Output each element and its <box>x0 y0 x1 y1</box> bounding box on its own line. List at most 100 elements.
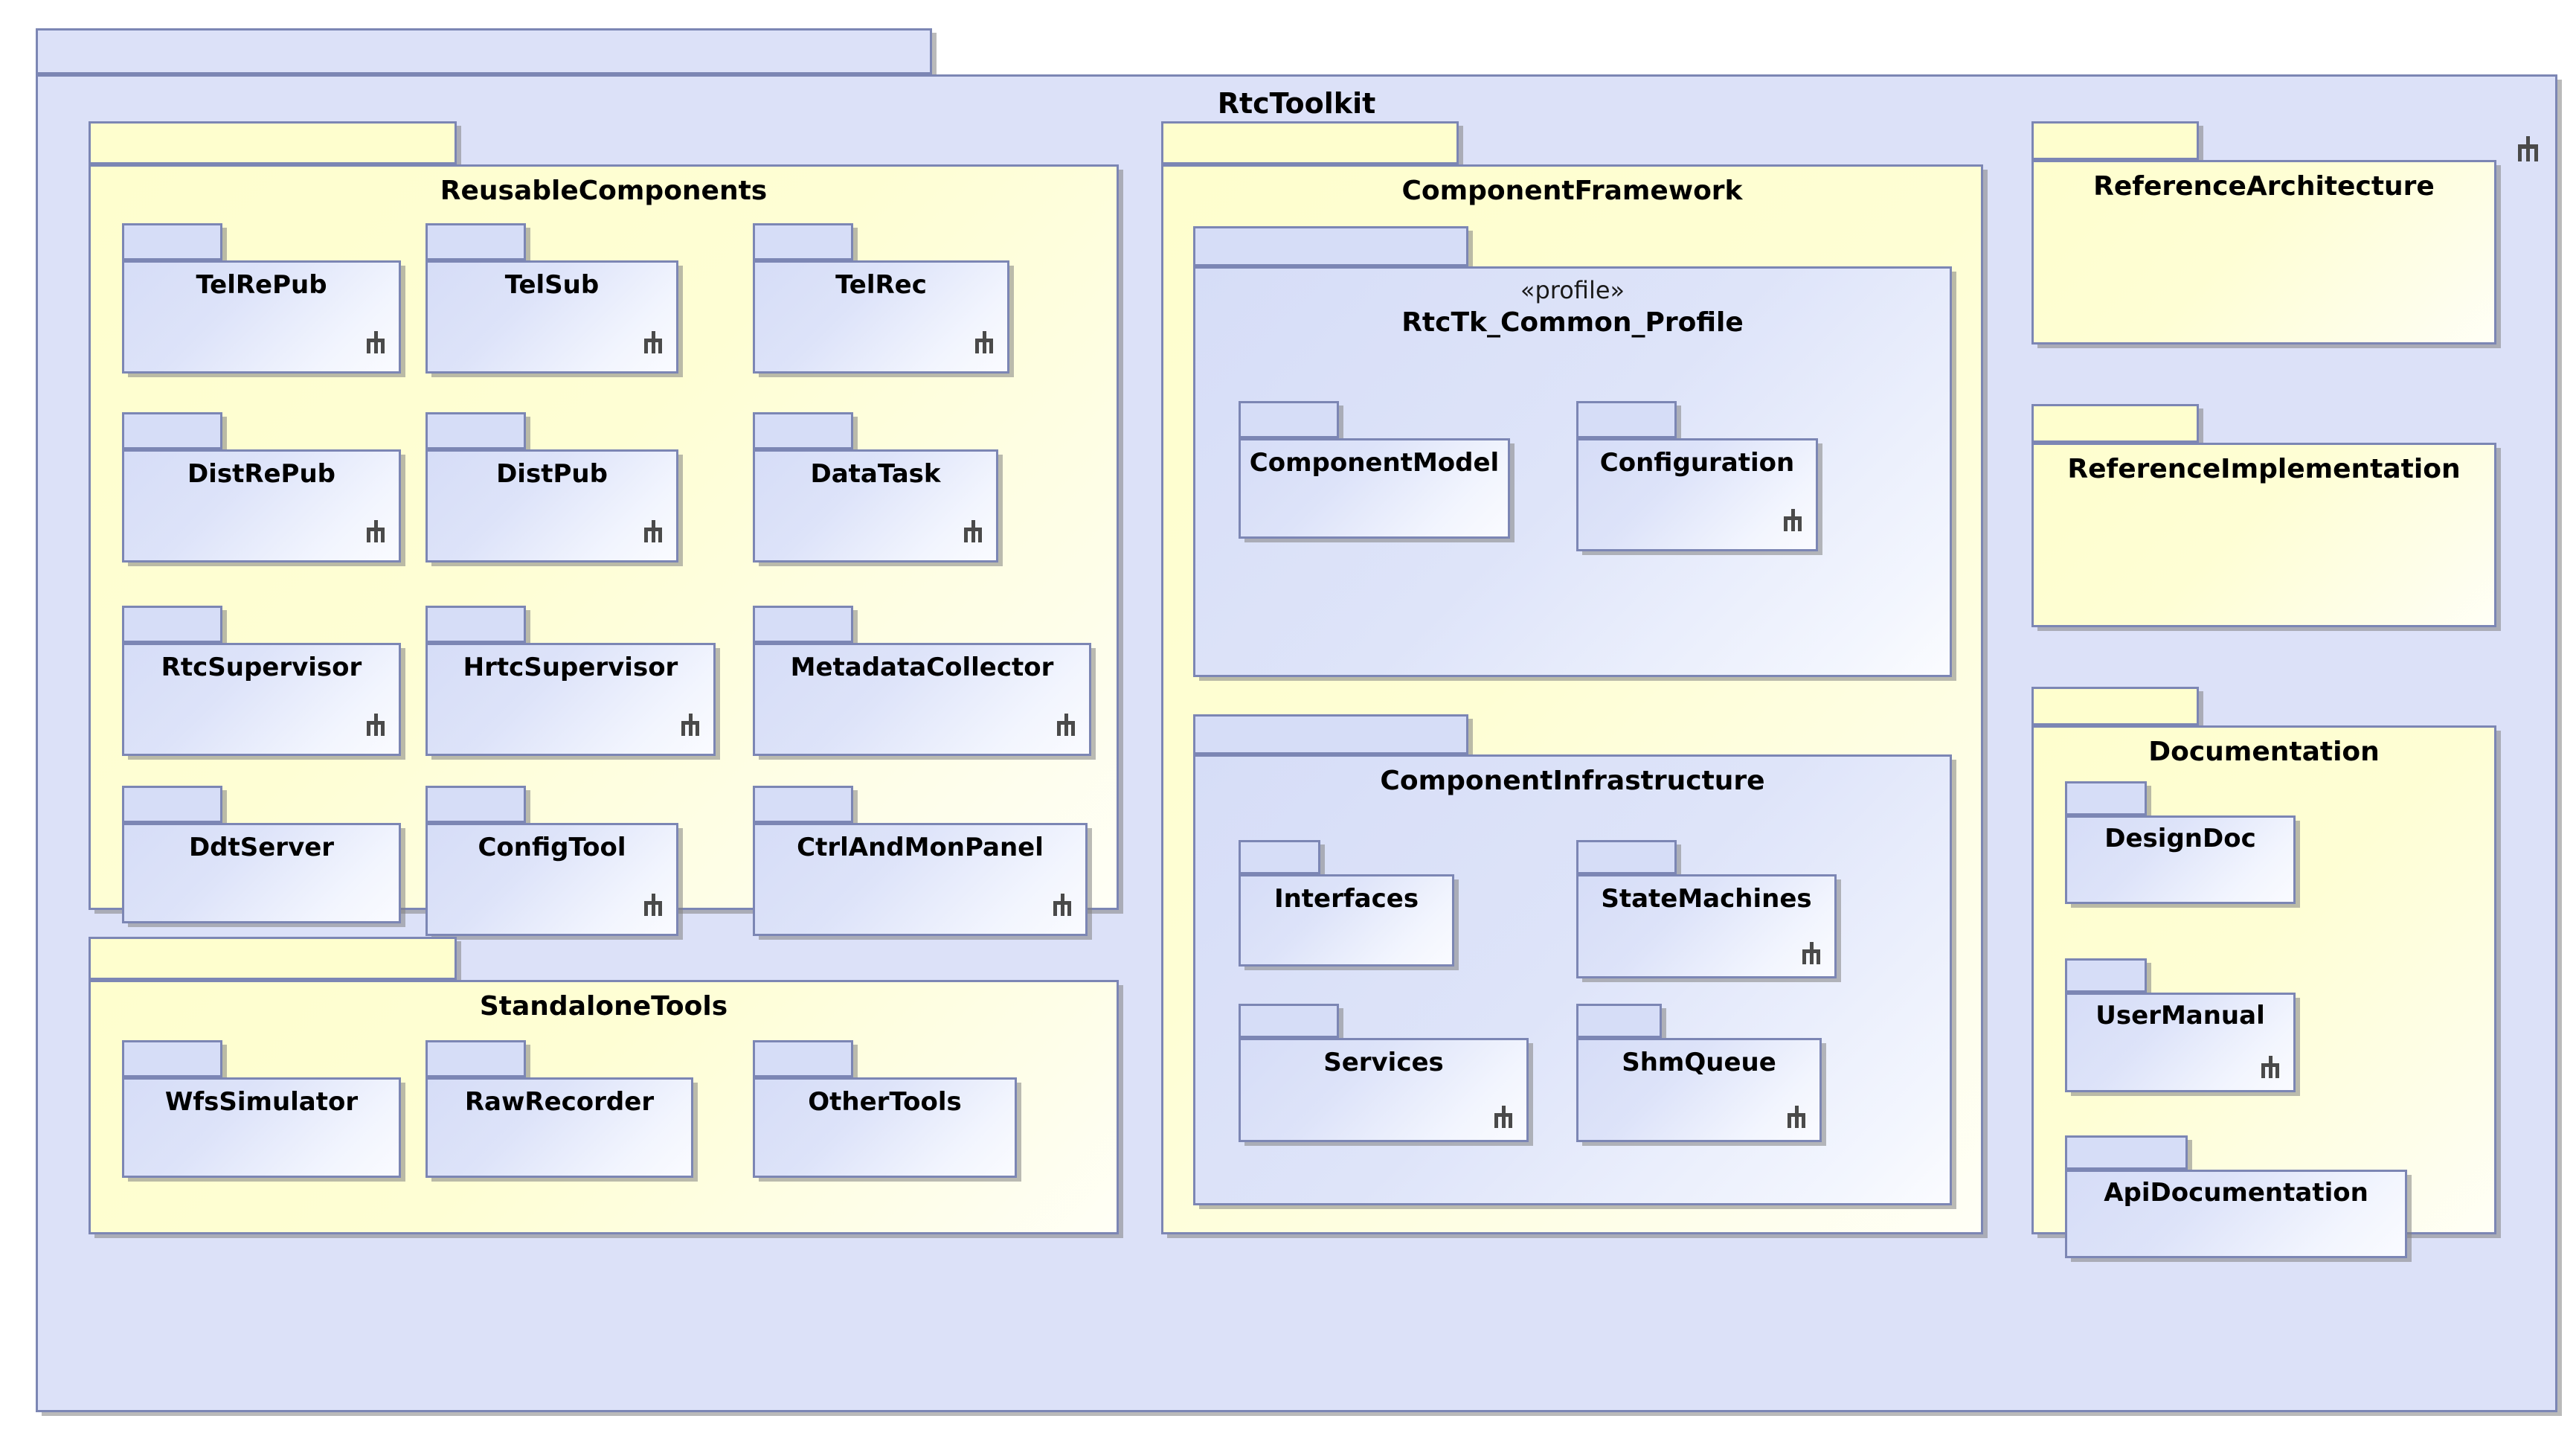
package-ddtserver[interactable]: DdtServer <box>122 786 401 923</box>
package-tab <box>753 412 853 449</box>
leaf-title: DistRePub <box>187 459 336 489</box>
package-statemachines[interactable]: StateMachines <box>1576 840 1837 978</box>
package-frame-icon <box>643 520 663 542</box>
package-body: «profile» RtcTk_Common_Profile Component… <box>1193 266 1952 677</box>
group-title: Documentation <box>2148 737 2380 767</box>
package-distpub[interactable]: DistPub <box>425 412 678 563</box>
package-wfssimulator[interactable]: WfsSimulator <box>122 1040 401 1178</box>
package-rtctoolkit[interactable]: RtcToolkit ReusableComponents TelRePub <box>36 28 2557 1412</box>
package-body: TelRec <box>753 260 1009 374</box>
group-title: ComponentFramework <box>1401 176 1743 206</box>
package-tab <box>425 786 526 823</box>
package-ctrlandmonpanel[interactable]: CtrlAndMonPanel <box>753 786 1088 936</box>
package-body: HrtcSupervisor <box>425 643 716 756</box>
package-tab <box>1576 401 1677 438</box>
package-frame-icon <box>643 894 663 916</box>
package-tab <box>1193 226 1468 266</box>
package-tab <box>36 28 932 74</box>
package-tab <box>1576 840 1677 874</box>
package-componentmodel[interactable]: ComponentModel <box>1239 401 1510 539</box>
package-frame-icon <box>366 520 385 542</box>
package-standalonetools[interactable]: StandaloneTools WfsSimulator RawRecorder <box>89 937 1119 1234</box>
package-body: ConfigTool <box>425 823 678 936</box>
package-tab <box>2065 958 2147 993</box>
leaf-title: ApiDocumentation <box>2104 1178 2368 1208</box>
package-rtctk-common-profile[interactable]: «profile» RtcTk_Common_Profile Component… <box>1193 226 1952 677</box>
package-body: RtcSupervisor <box>122 643 401 756</box>
leaf-title: HrtcSupervisor <box>463 653 678 682</box>
package-body: StateMachines <box>1576 874 1837 978</box>
group-title: ComponentInfrastructure <box>1380 766 1765 796</box>
package-distrepub[interactable]: DistRePub <box>122 412 401 563</box>
package-metadatacollector[interactable]: MetadataCollector <box>753 606 1091 756</box>
package-apidocumentation[interactable]: ApiDocumentation <box>2065 1135 2407 1258</box>
package-tab <box>425 223 526 260</box>
package-usermanual[interactable]: UserManual <box>2065 958 2296 1092</box>
package-frame-icon <box>1802 942 1821 964</box>
package-frame-icon <box>643 331 663 353</box>
package-componentinfrastructure[interactable]: ComponentInfrastructure Interfaces State… <box>1193 714 1952 1205</box>
package-body: RtcToolkit ReusableComponents TelRePub <box>36 74 2557 1412</box>
package-body: ShmQueue <box>1576 1038 1822 1142</box>
package-frame-icon <box>963 520 983 542</box>
package-rawrecorder[interactable]: RawRecorder <box>425 1040 693 1178</box>
leaf-title: DataTask <box>810 459 941 489</box>
package-tab <box>122 606 222 643</box>
package-body: StandaloneTools WfsSimulator RawRecorder <box>89 980 1119 1234</box>
package-telsub[interactable]: TelSub <box>425 223 678 374</box>
package-documentation[interactable]: Documentation DesignDoc UserManual <box>2031 687 2496 1258</box>
leaf-title: WfsSimulator <box>164 1087 359 1117</box>
package-designdoc[interactable]: DesignDoc <box>2065 781 2296 904</box>
leaf-title: DdtServer <box>188 833 335 862</box>
leaf-title: ComponentModel <box>1249 448 1500 478</box>
package-shmqueue[interactable]: ShmQueue <box>1576 1004 1822 1142</box>
leaf-title: UserManual <box>2095 1001 2265 1031</box>
package-telrepub[interactable]: TelRePub <box>122 223 401 374</box>
leaf-title: RtcSupervisor <box>161 653 362 682</box>
leaf-title: StateMachines <box>1601 884 1812 914</box>
package-services[interactable]: Services <box>1239 1004 1529 1142</box>
package-interfaces[interactable]: Interfaces <box>1239 840 1454 967</box>
package-tab <box>122 412 222 449</box>
package-tab <box>2065 781 2147 815</box>
package-body: ComponentInfrastructure Interfaces State… <box>1193 754 1952 1205</box>
package-configuration[interactable]: Configuration <box>1576 401 1818 551</box>
package-tab <box>425 1040 526 1077</box>
package-componentframework[interactable]: ComponentFramework «profile» RtcTk_Commo… <box>1161 121 1983 1234</box>
package-tab <box>1576 1004 1662 1038</box>
package-body: DdtServer <box>122 823 401 923</box>
leaf-title: DesignDoc <box>2104 824 2256 853</box>
package-frame-icon <box>974 331 994 353</box>
package-tab <box>89 937 457 980</box>
package-reusablecomponents[interactable]: ReusableComponents TelRePub TelSub <box>89 121 1119 936</box>
package-body: TelSub <box>425 260 678 374</box>
package-rtcsupervisor[interactable]: RtcSupervisor <box>122 606 401 756</box>
package-referencearchitecture[interactable]: ReferenceArchitecture <box>2031 121 2496 344</box>
package-tab <box>2031 121 2199 160</box>
package-telrec[interactable]: TelRec <box>753 223 1009 374</box>
package-referenceimplementation[interactable]: ReferenceImplementation <box>2031 404 2496 627</box>
package-othertools[interactable]: OtherTools <box>753 1040 1017 1178</box>
package-tab <box>89 121 457 164</box>
package-body: DistPub <box>425 449 678 563</box>
package-frame-icon <box>1056 714 1076 736</box>
package-body: Documentation DesignDoc UserManual <box>2031 725 2496 1258</box>
package-configtool[interactable]: ConfigTool <box>425 786 678 936</box>
package-frame-icon <box>366 331 385 353</box>
page-title: RtcToolkit <box>1217 87 1376 120</box>
leaf-title: ConfigTool <box>478 833 626 862</box>
package-tab <box>1239 840 1320 874</box>
package-body: Configuration <box>1576 438 1818 551</box>
leaf-title: Interfaces <box>1273 884 1419 914</box>
package-frame-icon <box>1787 1106 1806 1128</box>
package-body: ApiDocumentation <box>2065 1170 2407 1258</box>
package-tab <box>425 412 526 449</box>
package-body: ComponentModel <box>1239 438 1510 539</box>
package-datatask[interactable]: DataTask <box>753 412 998 563</box>
package-hrtcsupervisor[interactable]: HrtcSupervisor <box>425 606 716 756</box>
package-tab <box>1239 1004 1339 1038</box>
package-frame-icon <box>2516 136 2539 161</box>
package-tab <box>2065 1135 2188 1170</box>
group-title: RtcTk_Common_Profile <box>1401 307 1744 338</box>
group-title: ReusableComponents <box>440 176 768 206</box>
